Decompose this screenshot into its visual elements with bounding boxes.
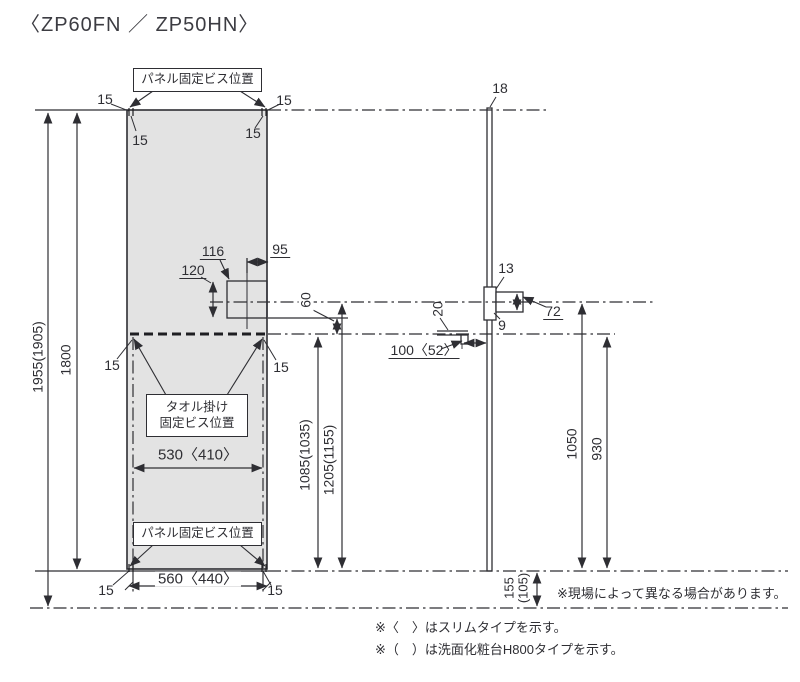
screw-marks [128, 108, 267, 572]
dim-72-label: 72 [543, 303, 563, 320]
note-slim-type: ※〈 〉はスリムタイプを示す。 [375, 620, 567, 635]
panel-screw-label-top: パネル固定ビス位置 [133, 68, 262, 92]
dim-13-label: 13 [498, 260, 514, 276]
dim-95-label: 95 [270, 241, 290, 258]
towel-screw-label: タオル掛け 固定ビス位置 [146, 394, 248, 437]
towel-label-line2: 固定ビス位置 [159, 415, 235, 430]
dim-930-label: 930 [588, 437, 605, 461]
dim-15-top-right: 15 [276, 92, 292, 108]
dim-560-440-label: 560〈440〉 [154, 571, 242, 587]
dim-18-label: 18 [492, 80, 508, 96]
note-h800-type: ※（ ）は洗面化粧台H800タイプを示す。 [375, 642, 624, 657]
dim-1800-label: 1800 [57, 344, 74, 376]
dim-155-line2: (105) [515, 572, 530, 604]
panel-front-view [126, 109, 268, 570]
dim-1205-label: 1205(1155) [320, 424, 337, 496]
dim-15-mid-right: 15 [273, 359, 289, 375]
dim-100-52-label: 100〈52〉 [388, 342, 460, 359]
dim-15-top-left-v: 15 [132, 132, 148, 148]
dim-15-top-left: 15 [97, 91, 113, 107]
dim-120-label: 120 [179, 262, 207, 279]
dim-155-line1: 155 [501, 577, 517, 599]
dim-15-bottom-left: 15 [98, 582, 114, 598]
dim-15-top-right-v: 15 [245, 125, 261, 141]
dim-1085-label: 1085(1035) [296, 419, 313, 491]
towel-label-line1: タオル掛け [165, 399, 229, 414]
dim-1050-label: 1050 [563, 428, 580, 460]
dim-116-label: 116 [199, 243, 227, 260]
dim-1955-label: 1955(1905) [29, 321, 46, 393]
panel-side-view [486, 107, 493, 572]
dim-9-label: 9 [498, 317, 506, 333]
note-site-variation: ※現場によって異なる場合があります。 [557, 586, 787, 601]
mount-box-side-flange [483, 286, 497, 321]
dim-20-label: 20 [429, 301, 446, 317]
dim-15-bottom-right: 15 [267, 582, 283, 598]
dim-155-105-label: 155 (105) [501, 572, 530, 604]
dim-15-mid-left: 15 [104, 357, 120, 373]
dim-60-label: 60 [298, 289, 314, 311]
page-title: 〈ZP60FN ／ ZP50HN〉 [20, 14, 260, 36]
panel-screw-label-bottom: パネル固定ビス位置 [133, 522, 262, 546]
dim-530-410-label: 530〈410〉 [157, 446, 239, 464]
